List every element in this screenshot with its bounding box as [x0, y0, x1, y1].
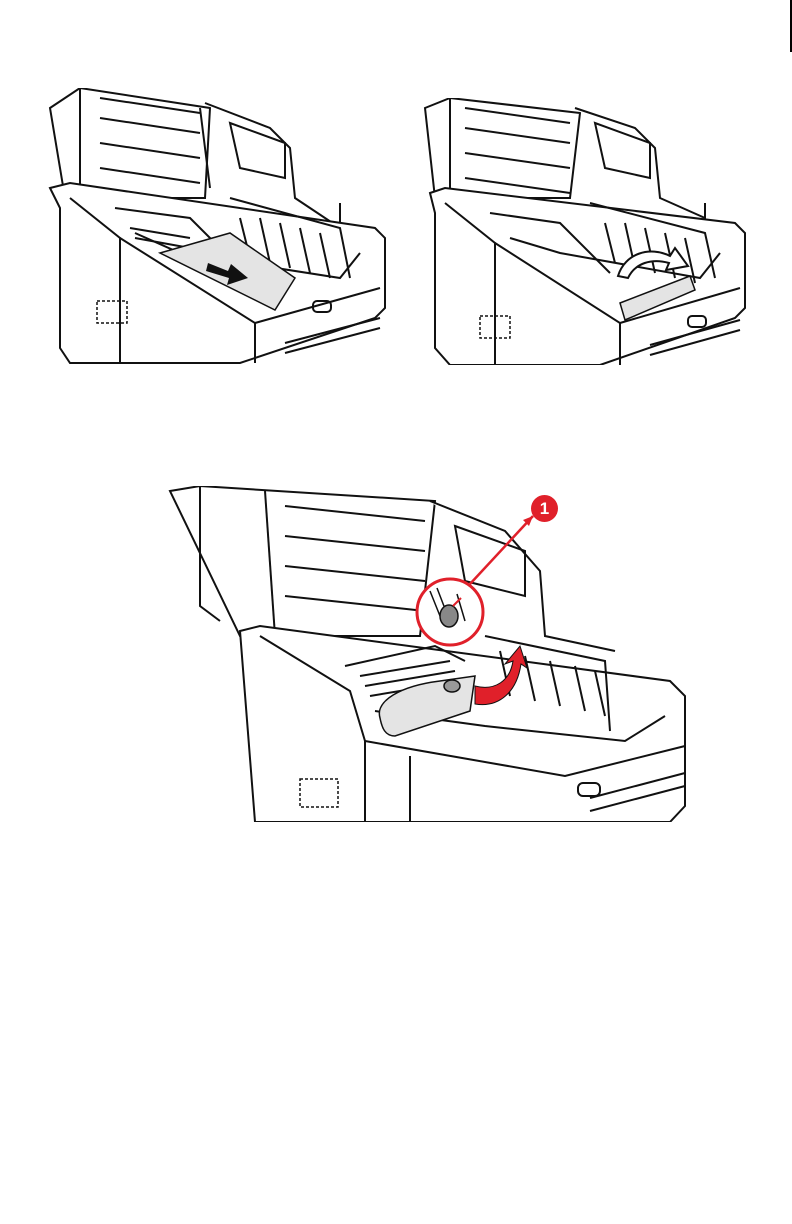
printer-drawing-b: [420, 98, 750, 365]
printer-illustration-knob-rotation: [165, 486, 690, 822]
printer-illustration-front-removal: [40, 88, 390, 365]
printer-drawing-a: [40, 88, 390, 365]
printer-drawing-c: [165, 486, 690, 822]
callout-marker-1: 1: [531, 495, 558, 522]
printer-illustration-lift-removal: [420, 98, 750, 365]
